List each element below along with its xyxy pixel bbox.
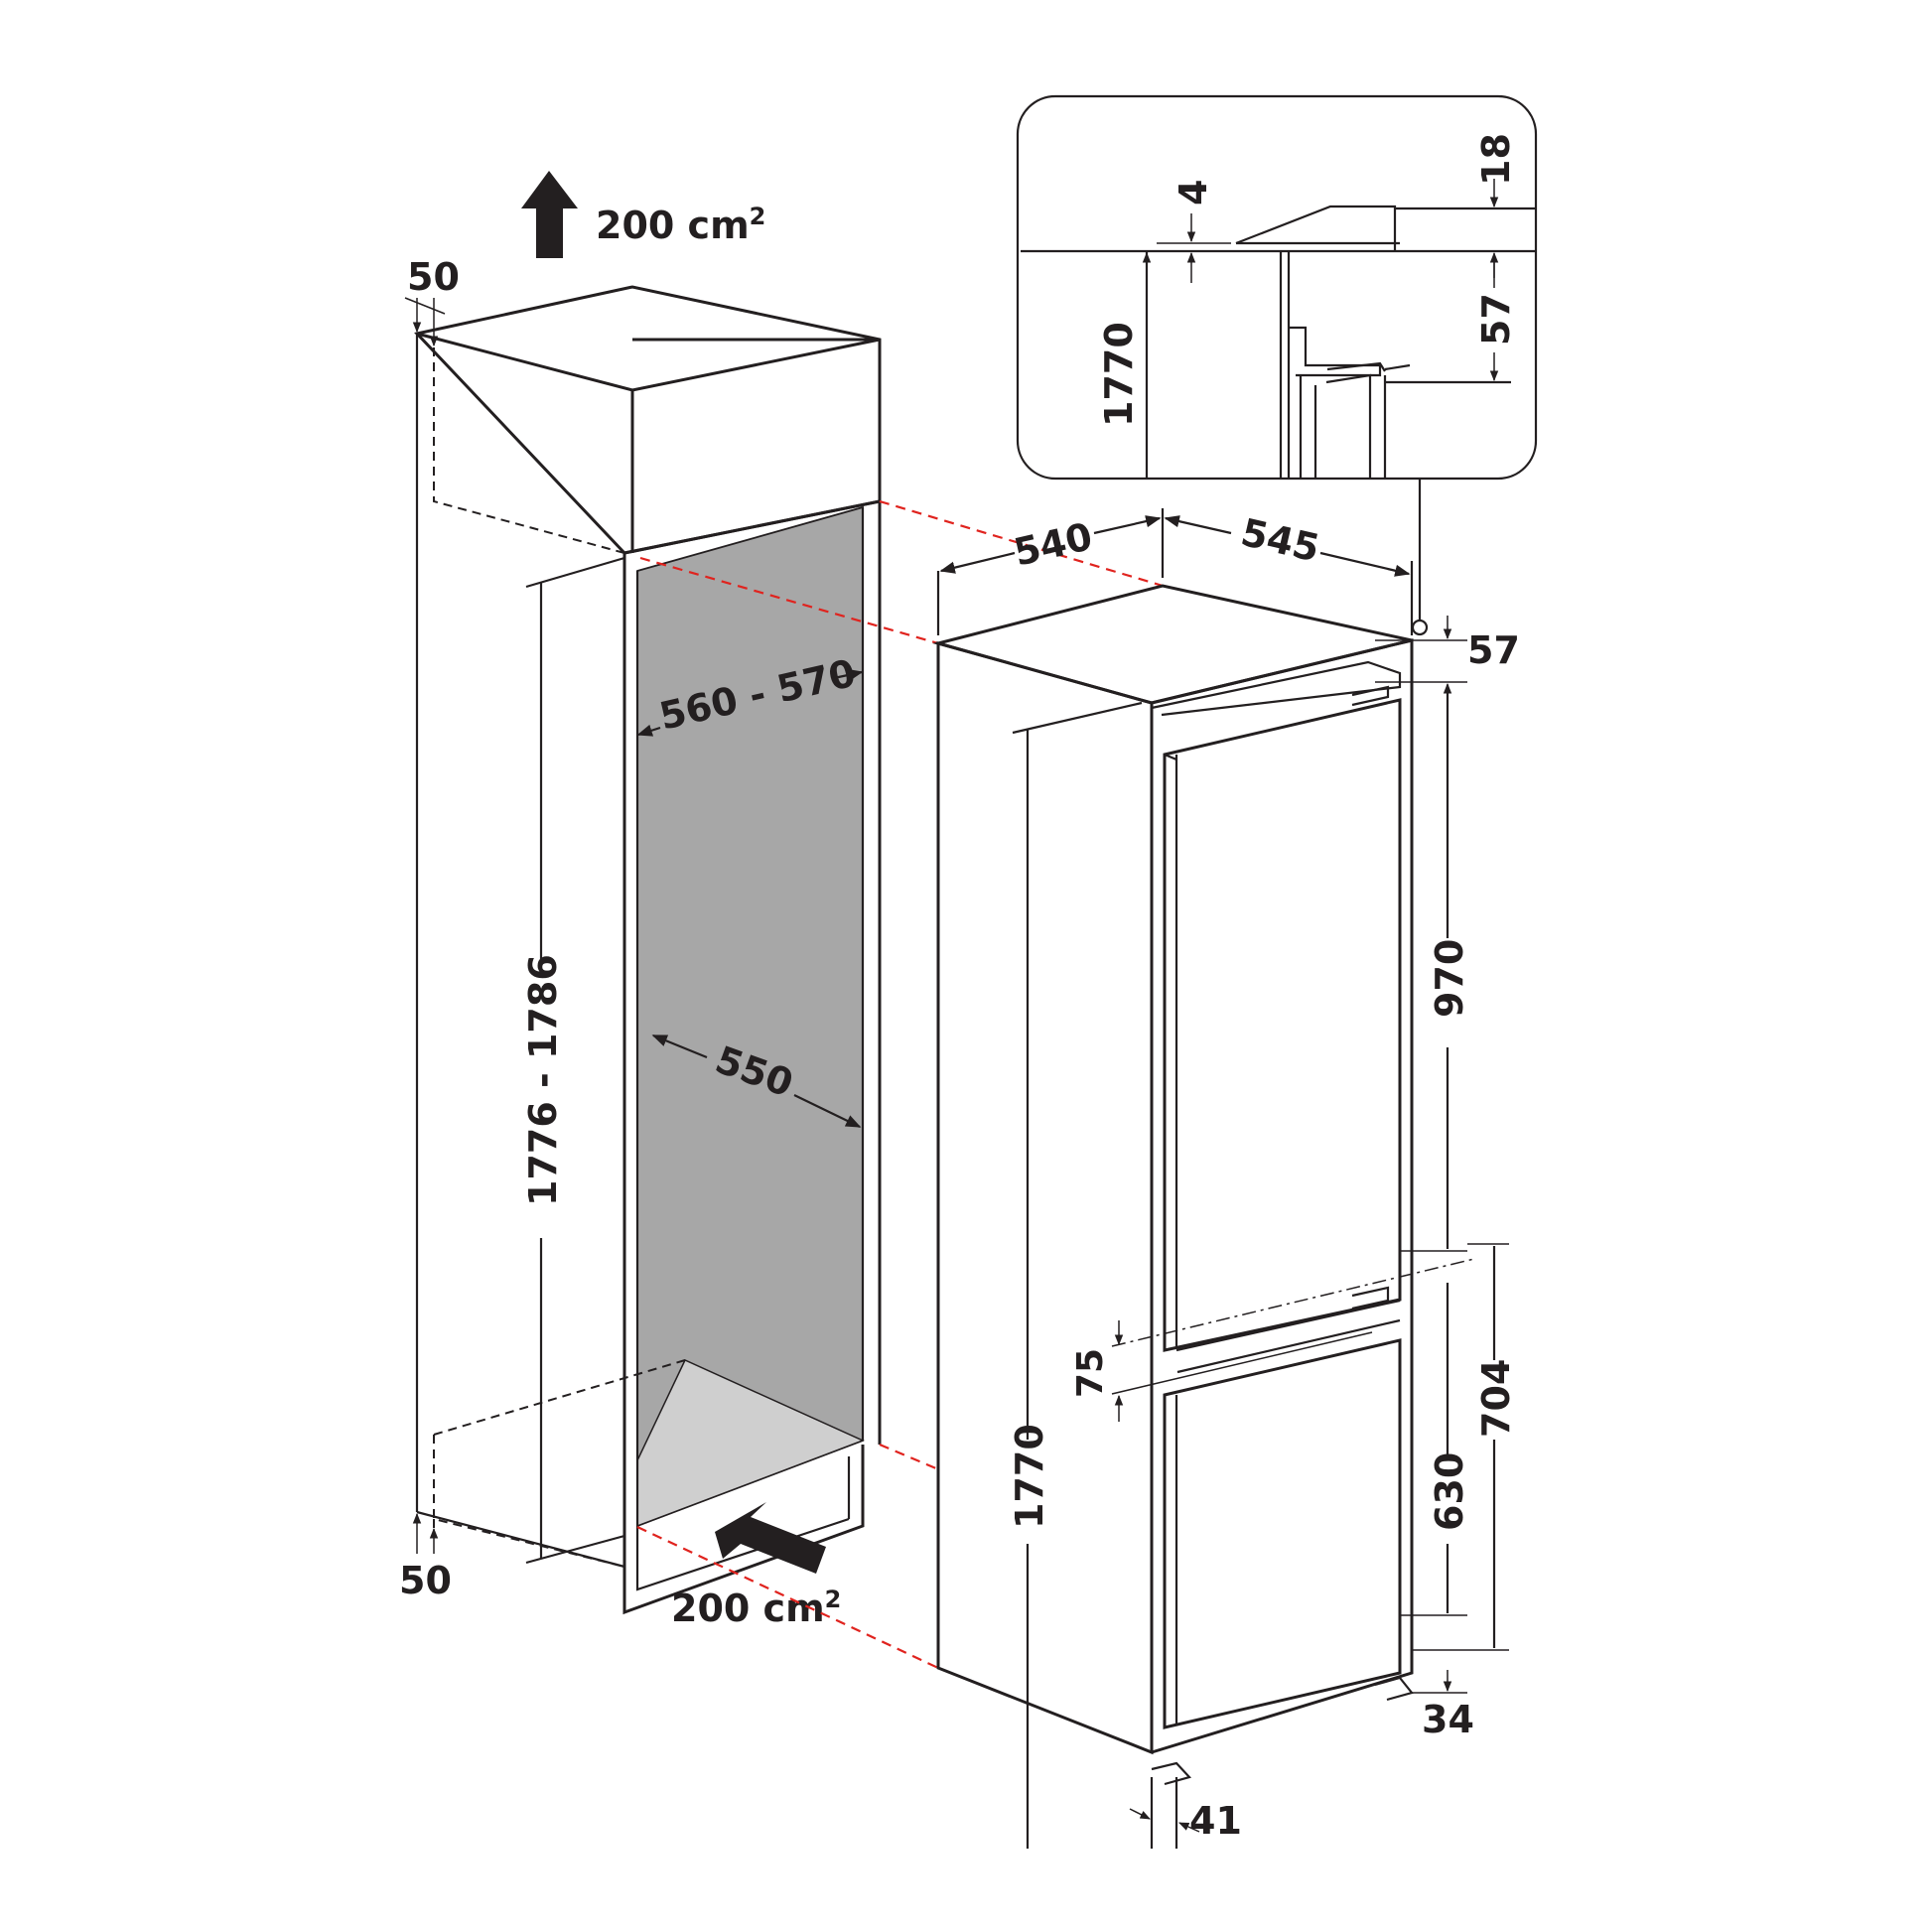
detail-height-label: 1770 — [1097, 322, 1141, 427]
upper-door-height-label: 970 — [1428, 939, 1471, 1018]
foot-depth-label: 41 — [1189, 1799, 1242, 1843]
niche-cabinet — [414, 285, 882, 1615]
gap-top-dimension: 50 — [404, 255, 460, 347]
detail-panel-label: 18 — [1474, 133, 1518, 186]
lower-section-height-label: 704 — [1474, 1359, 1518, 1438]
foot-depth-dimension: 41 — [1129, 1777, 1242, 1849]
detail-leader — [1411, 479, 1429, 636]
lower-door-height-dimension: 630 — [1400, 1283, 1471, 1616]
appliance-width-label: 540 — [1010, 514, 1096, 575]
gap-top-label: 50 — [407, 255, 460, 299]
lower-door-height-label: 630 — [1428, 1452, 1471, 1531]
middle-gap-dimension: 75 — [1070, 1258, 1475, 1422]
alignment-guides — [636, 499, 1164, 1669]
top-gap-label: 57 — [1467, 628, 1520, 672]
vent-bottom-arrow: 200 cm2 — [671, 1502, 841, 1630]
middle-gap-label: 75 — [1070, 1348, 1111, 1398]
bottom-offset-dimension: 34 — [1412, 1670, 1474, 1741]
appliance-depth-label: 545 — [1237, 510, 1323, 571]
gap-bottom-dimension: 50 — [399, 1512, 452, 1602]
gap-bottom-label: 50 — [399, 1559, 452, 1602]
upper-door — [1163, 698, 1402, 1352]
detail-inset: 1770 4 18 57 — [1016, 94, 1538, 481]
appliance-body — [932, 584, 1414, 1786]
vent-bottom-label: 200 cm2 — [671, 1586, 841, 1630]
appliance-depth-dimension: 545 — [1164, 510, 1414, 635]
upper-door-height-dimension: 970 — [1400, 685, 1471, 1252]
total-height-label: 1770 — [1008, 1424, 1051, 1529]
detail-bracket-label: 57 — [1474, 293, 1518, 345]
niche-height-label: 1776 - 1786 — [521, 954, 565, 1206]
detail-gap-label: 4 — [1172, 180, 1215, 206]
niche-height-dimension: 1776 - 1786 — [521, 556, 625, 1565]
total-height-dimension: 1770 — [1008, 701, 1143, 1849]
lower-section-height-dimension: 704 — [1412, 1243, 1518, 1651]
vent-top-arrow: 200 cm2 — [521, 171, 765, 258]
lower-door — [1163, 1338, 1402, 1729]
appliance-width-dimension: 540 — [936, 508, 1165, 635]
vent-top-label: 200 cm2 — [596, 203, 765, 247]
bottom-offset-label: 34 — [1422, 1698, 1474, 1741]
